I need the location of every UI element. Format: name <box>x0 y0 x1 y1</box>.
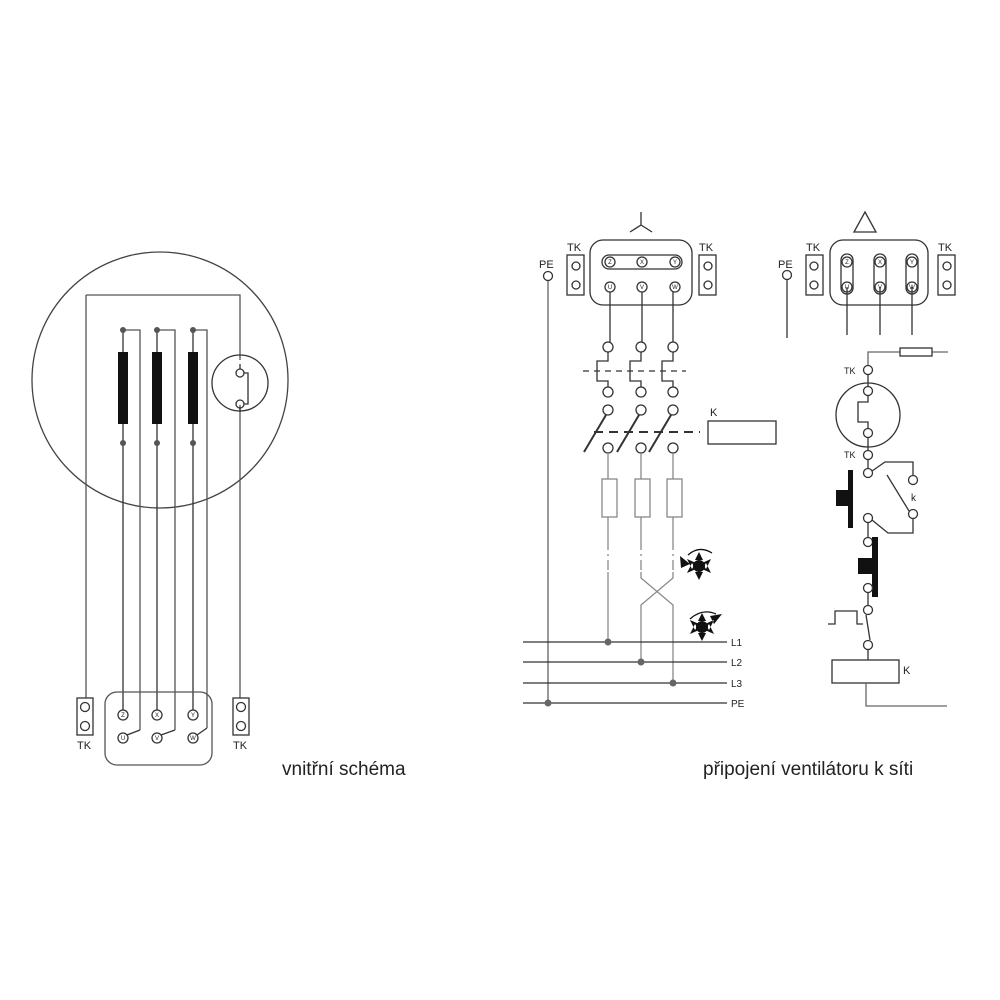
contactor-coil-label: K <box>903 665 911 677</box>
tk-label: TK <box>567 242 582 254</box>
contact-label: k <box>911 493 917 504</box>
motor-windings <box>118 327 208 730</box>
line-label-l3: L3 <box>731 679 743 690</box>
star-symbol-icon <box>629 212 653 233</box>
terminal-z: Z <box>121 713 125 719</box>
contactor-coil <box>831 659 900 684</box>
terminal-w: W <box>672 285 678 291</box>
tk-label: TK <box>233 740 248 752</box>
stop-button-icon <box>848 470 853 528</box>
tk-label: TK <box>699 242 714 254</box>
tk-label: TK <box>844 450 856 460</box>
line-label-pe: PE <box>731 699 745 710</box>
tk-label: TK <box>806 242 821 254</box>
pe-label: PE <box>778 259 793 271</box>
terminal-x: X <box>155 713 159 719</box>
terminal-y: Y <box>910 260 914 266</box>
terminal-u: U <box>608 285 612 291</box>
terminal-w: W <box>909 285 915 291</box>
terminal-y: Y <box>673 260 677 266</box>
terminal-z: Z <box>608 260 612 266</box>
control-circuit <box>828 347 948 707</box>
internal-schema <box>31 251 289 766</box>
terminal-x: X <box>640 260 644 266</box>
fan-rotation-icon <box>680 552 711 580</box>
start-button-icon <box>872 537 878 597</box>
terminal-u: U <box>121 736 125 742</box>
supply-bus <box>523 641 727 704</box>
tk-label: TK <box>844 366 856 376</box>
tk-label: TK <box>938 242 953 254</box>
terminal-v: V <box>640 285 644 291</box>
line-label-l2: L2 <box>731 658 743 669</box>
terminal-u: U <box>845 285 849 291</box>
terminal-w: W <box>190 736 196 742</box>
thermal-relay-and-contactor <box>583 292 777 454</box>
terminal-y: Y <box>191 713 195 719</box>
star-connection <box>523 212 777 707</box>
line-label-l1: L1 <box>731 638 743 649</box>
terminal-v: V <box>155 736 159 742</box>
delta-symbol-icon <box>852 210 878 233</box>
control-fuse <box>899 347 933 357</box>
tk-label: TK <box>77 740 92 752</box>
terminal-z: Z <box>845 260 849 266</box>
timer-contact <box>828 610 871 641</box>
terminal-x: X <box>878 260 882 266</box>
caption-internal-schema: vnitřní schéma <box>282 759 406 780</box>
fuses <box>601 453 683 683</box>
contactor-label: K <box>710 407 718 419</box>
fan-rotation-reverse-icon <box>690 613 722 641</box>
delta-connection <box>781 210 956 338</box>
pe-label: PE <box>539 259 554 271</box>
terminal-v: V <box>878 285 882 291</box>
caption-network-connection: připojení ventilátoru k síti <box>703 759 914 780</box>
